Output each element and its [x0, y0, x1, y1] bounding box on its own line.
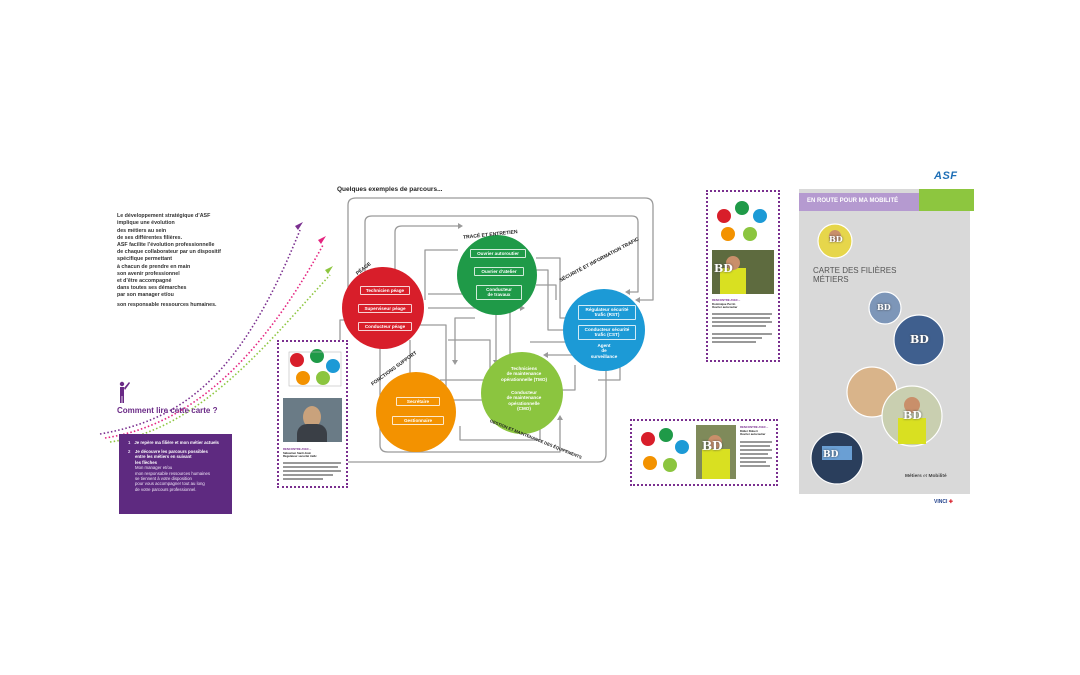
path-route [448, 339, 491, 380]
path-route [394, 225, 458, 290]
path-route [536, 284, 557, 300]
banner-green [919, 189, 974, 211]
metier-ouvrier-autoroutier: Ouvrier autoroutier [470, 249, 526, 259]
card-caption: RENCONTRE AVEC... [712, 298, 741, 302]
metier-technicien-peage: Technicien péage [360, 286, 410, 296]
filiere-circle-securite [563, 289, 645, 371]
footer-word-et: et [923, 474, 928, 479]
filiere-circle-trace [457, 235, 537, 315]
mini-map-thumbnail [717, 201, 767, 241]
path-route [560, 365, 576, 391]
path-route [536, 269, 570, 331]
filiere-circle-gestion [481, 352, 563, 434]
card-person-name: Dominique Perrin Ouvrier autoroutier [712, 302, 738, 310]
cover-title: CARTE DES FILIÈRES MÉTIERS [813, 266, 897, 284]
diagram-title: Quelques exemples de parcours... [337, 186, 443, 193]
card-person-name: Sébastien Santi-Goin Régulateur sécurité… [283, 451, 317, 459]
path-arrowhead [635, 297, 640, 303]
vinci-wordmark: VINCI [934, 499, 948, 505]
asf-logo: ASF [934, 170, 958, 182]
path-arrowhead [543, 352, 548, 358]
metier-agent-surveillance: Agent de surveillance [590, 343, 618, 359]
intro-text: Le développement stratégique d’ASF impli… [117, 206, 287, 316]
worker-photo: BD [696, 425, 736, 479]
path-arrowhead [458, 223, 463, 229]
testimonial-card-1: RENCONTRE AVEC... Sébastien Santi-Goin R… [277, 340, 348, 488]
testimonial-card-2: BD RENCONTRE AVEC... Dominique Perrin Ou… [706, 190, 780, 362]
metier-superviseur-peage: Superviseur péage [358, 304, 412, 314]
card-person-name: Didier Robert Ouvrier autoroutier [740, 429, 766, 437]
card-caption: RENCONTRE AVEC... [740, 425, 769, 429]
path-arrowhead [625, 289, 630, 295]
step-title: Je découvre les parcours possibles entre… [135, 449, 208, 465]
testimonial-card-3: BD RENCONTRE AVEC... Didier Robert Ouvri… [630, 419, 778, 486]
step-number: 2 [128, 449, 131, 454]
intro-last-line: son responsable ressources humaines. [117, 301, 217, 308]
worker-photo: BD [712, 250, 774, 294]
step-subtitle: Mon manager et/ou mon responsable ressou… [135, 465, 210, 492]
path-route [424, 249, 458, 300]
bd-badge: BD [702, 439, 723, 453]
step-title: Je repère ma filière et mon métier actue… [134, 440, 219, 445]
bd-badge: BD [910, 333, 929, 346]
footer-word-mobilite: Mobilité [928, 474, 947, 479]
metier-ouvrier-atelier: Ouvrier d’atelier [474, 267, 524, 277]
mini-map-thumbnail [641, 428, 689, 472]
path-route [454, 317, 475, 360]
metier-conducteur-cst: Conducteur sécurité trafic (CST) [578, 325, 636, 340]
banner-purple [799, 193, 919, 211]
path-arrowhead [557, 415, 563, 420]
path-route [347, 197, 654, 301]
filiere-circle-support [376, 372, 456, 452]
bd-badge: BD [903, 409, 922, 422]
vinci-mark-icon: ✚ [948, 499, 953, 505]
bd-badge: BD [829, 234, 843, 244]
metier-tmo: Techniciens de maintenance opérationnell… [501, 366, 547, 382]
metier-conducteur-travaux: Conducteur de travaux [476, 285, 522, 300]
banner-title: EN ROUTE POUR MA MOBILITÉ [807, 198, 899, 204]
metier-secretaire: Secrétaire [396, 397, 440, 407]
bd-badge: BD [823, 450, 839, 460]
cover-footer: Métiers et Mobilité [905, 474, 947, 479]
intro-body: Le développement stratégique d’ASF impli… [117, 213, 221, 299]
path-route [379, 335, 561, 453]
card-caption: RENCONTRE AVEC... [283, 447, 312, 451]
path-route [364, 215, 639, 293]
step-number: 1 [128, 440, 131, 445]
metier-gestionnaire: Gestionnaire [392, 416, 444, 426]
portrait-photo [283, 398, 342, 442]
bd-badge: BD [714, 262, 733, 275]
path-arrowhead [452, 360, 458, 365]
path-route [459, 420, 541, 441]
how-step-2: 2 Je découvre les parcours possibles entr… [128, 449, 228, 492]
how-to-read-title: Comment lire cette carte ? [117, 406, 218, 415]
footer-word-metiers: Métiers [905, 474, 922, 479]
mini-map-thumbnail [288, 349, 342, 387]
metier-conducteur-peage: Conducteur péage [358, 322, 412, 332]
metier-regulateur-rst: Régulateur sécurité trafic (RST) [578, 305, 636, 320]
metier-cmo: Conducteur de maintenance opérationnelle… [506, 390, 542, 412]
vinci-logo: VINCI ✚ [934, 499, 953, 505]
bd-badge: BD [877, 302, 891, 312]
filiere-circle-peage [342, 267, 424, 349]
